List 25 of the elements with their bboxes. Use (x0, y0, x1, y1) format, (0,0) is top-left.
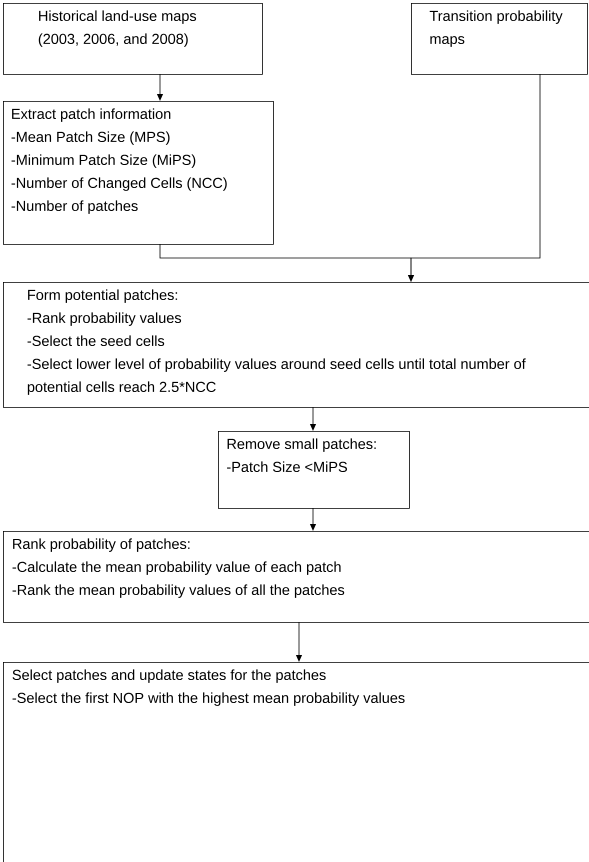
text-line: -Rank probability values (28, 312, 182, 326)
process-box (3, 282, 589, 408)
process-box (3, 3, 263, 75)
process-box (218, 431, 410, 509)
text-line: -Number of patches (12, 200, 138, 214)
text-line: -Number of Changed Cells (NCC) (12, 177, 227, 191)
text-line: -Rank the mean probability values of all the patches (12, 584, 344, 598)
text-line: Rank probability of patches: (13, 538, 190, 552)
text-line: -Mean Patch Size (MPS) (12, 131, 170, 145)
text-line: Remove small patches: (228, 438, 376, 452)
text-line: Transition probability maps (430, 10, 563, 47)
process-box (3, 101, 274, 245)
text-line: Historical land-use maps (2003, 2006, and 2008) (38, 10, 196, 47)
text-line: -Minimum Patch Size (MiPS) (12, 154, 196, 168)
process-box (411, 3, 588, 75)
process-box (3, 662, 589, 862)
text-line: -Select the first NOP with the highest mean probability values (12, 692, 405, 706)
text-line: -Select lower level of probability values around seed cells until total number of potential cells reach 2.5*NCC (28, 358, 526, 395)
text-line: -Calculate the mean probability value of each patch (12, 561, 341, 575)
text-line: Extract patch information (12, 108, 170, 122)
text-line: Select patches and update states for the patches (12, 669, 326, 683)
text-line: -Patch Size <MiPS (227, 461, 347, 472)
process-box (3, 531, 589, 623)
text-line: -Select the seed cells (28, 335, 164, 346)
text-line: Form potential patches: (28, 289, 178, 303)
